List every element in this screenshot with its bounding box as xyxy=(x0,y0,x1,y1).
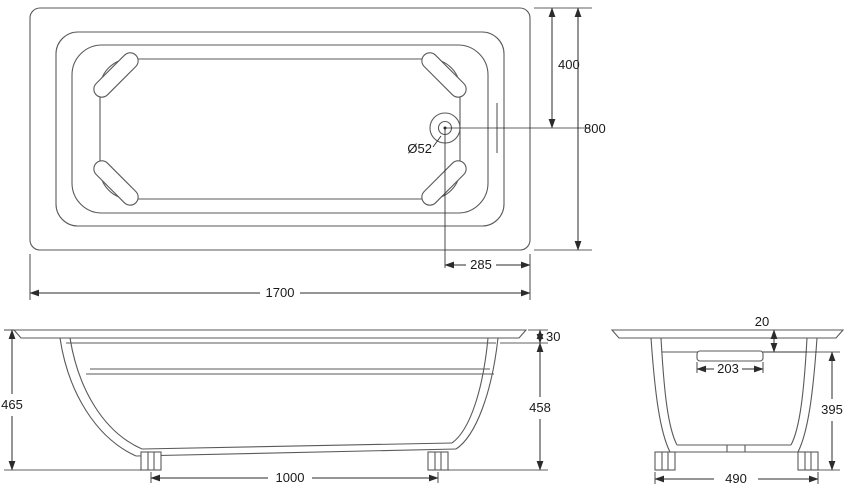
end-foot-left xyxy=(654,451,676,471)
dim-length: 1700 xyxy=(29,285,531,300)
side-right-inner-wall xyxy=(451,337,489,444)
dim-rim-thickness-label: 30 xyxy=(546,329,560,344)
corner-armrest-top-right xyxy=(421,52,467,98)
dim-feet-spacing-label: 1000 xyxy=(276,470,305,485)
dim-body-height: 458 xyxy=(529,342,551,471)
dim-rim-thickness: 30 xyxy=(536,329,560,344)
dim-rim-to-ledge: 20 xyxy=(755,314,778,353)
side-foot-right xyxy=(427,451,449,471)
dim-drain-from-right: 285 xyxy=(444,257,531,272)
end-ledge-step xyxy=(696,350,764,362)
dim-body-height-label: 458 xyxy=(529,400,551,415)
side-bottom-inner xyxy=(141,442,453,450)
side-left-inner-wall xyxy=(69,337,143,450)
dim-ledge-width: 203 xyxy=(696,361,764,376)
end-right-outer-wall xyxy=(797,337,818,453)
end-foot-right xyxy=(797,451,819,471)
dim-length-label: 1700 xyxy=(266,285,295,300)
end-left-inner-wall xyxy=(660,337,678,446)
dim-drain-from-top: 400 xyxy=(548,7,580,129)
side-foot-left xyxy=(140,451,162,471)
corner-armrest-bottom-right xyxy=(421,160,467,206)
side-bottom-outer xyxy=(135,448,457,457)
end-view xyxy=(610,329,845,471)
dim-drain-diameter-label: Ø52 xyxy=(407,141,432,156)
dim-width: 800 xyxy=(574,7,606,251)
side-rim-profile xyxy=(12,329,528,339)
top-view-dimensions: 400 800 Ø52 285 1700 xyxy=(29,7,606,300)
corner-armrest-bottom-left xyxy=(93,160,139,206)
dim-ledge-to-floor: 395 xyxy=(821,351,843,471)
dim-base-width-label: 490 xyxy=(725,471,747,486)
dim-ledge-width-label: 203 xyxy=(717,361,739,376)
dim-drain-diameter: Ø52 xyxy=(407,135,442,156)
end-right-inner-wall xyxy=(790,337,808,446)
dim-overall-height: 465 xyxy=(1,329,23,471)
dim-drain-from-top-label: 400 xyxy=(558,57,580,72)
dim-drain-from-right-label: 285 xyxy=(470,257,492,272)
corner-armrest-top-left xyxy=(93,52,139,98)
side-view-dimensions: 30 465 458 1000 xyxy=(1,329,560,485)
top-view xyxy=(29,7,531,251)
side-right-outer-wall xyxy=(455,337,499,450)
end-left-outer-wall xyxy=(650,337,671,453)
dim-feet-spacing: 1000 xyxy=(150,470,439,485)
dim-overall-height-label: 465 xyxy=(1,397,23,412)
dim-rim-to-ledge-label: 20 xyxy=(755,314,769,329)
dim-width-label: 800 xyxy=(584,121,606,136)
end-view-dimensions: 20 203 395 490 xyxy=(654,314,843,486)
side-view xyxy=(12,329,528,471)
end-rim-profile xyxy=(610,329,845,339)
dim-base-width: 490 xyxy=(654,471,819,486)
side-left-outer-wall xyxy=(59,337,137,457)
tub-basin-bottom-edge xyxy=(99,58,461,200)
dim-ledge-to-floor-label: 395 xyxy=(821,402,843,417)
